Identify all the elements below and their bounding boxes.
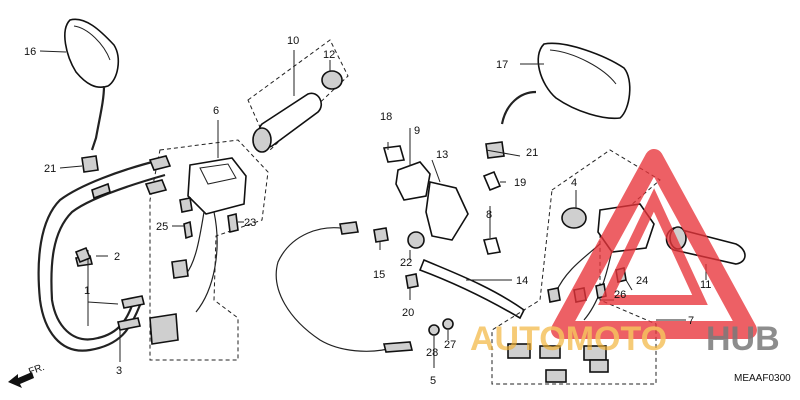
callout-17: 17 [496,59,508,71]
callout-1: 1 [84,285,90,297]
callout-6: 6 [213,105,219,117]
brake-lever-assembly [373,128,526,320]
callout-4: 4 [571,177,577,189]
front-indicator-label: FR. [27,362,46,378]
callout-13: 13 [436,149,448,161]
callout-8: 8 [486,209,492,221]
throttle-cable [275,221,414,353]
callout-14: 14 [516,275,528,287]
watermark-brand-part1: AUTOMOTO [470,320,667,358]
watermark-brand-part2: HUB [706,320,780,358]
diagram-code: MEAAF0300 [734,373,791,384]
callout-3: 3 [116,365,122,377]
callout-12: 12 [323,49,335,61]
throttle-grip [247,39,349,153]
watermark: AUTOMOTO HUB [470,149,780,358]
callout-16: 16 [24,46,36,58]
callout-10: 10 [287,35,299,47]
left-switch-housing [144,120,269,361]
left-mirror [64,18,120,173]
callout-26: 26 [614,289,626,301]
callout-22: 22 [400,257,412,269]
callout-9: 9 [414,125,420,137]
callout-5: 5 [430,375,436,387]
callouts: 16 21 2 1 3 6 25 23 10 12 18 9 13 19 8 1… [24,35,711,387]
bolts [74,197,454,368]
callout-11: 11 [700,279,711,291]
callout-18: 18 [380,111,392,123]
left-cables [37,158,166,362]
callout-24: 24 [636,275,648,287]
callout-15: 15 [373,269,385,281]
callout-27: 27 [444,339,456,351]
callout-21-left: 21 [44,163,56,175]
callout-21-right: 21 [526,147,538,159]
front-arrow-icon [8,372,34,388]
callout-19: 19 [514,177,526,189]
callout-28: 28 [426,347,438,359]
callout-25: 25 [156,221,168,233]
watermark-triangle [551,149,757,339]
callout-23: 23 [244,217,256,229]
right-mirror [485,42,631,159]
callout-7: 7 [688,315,694,327]
callout-2: 2 [114,251,120,263]
front-indicator: FR. [8,362,46,388]
callout-20: 20 [402,307,414,319]
